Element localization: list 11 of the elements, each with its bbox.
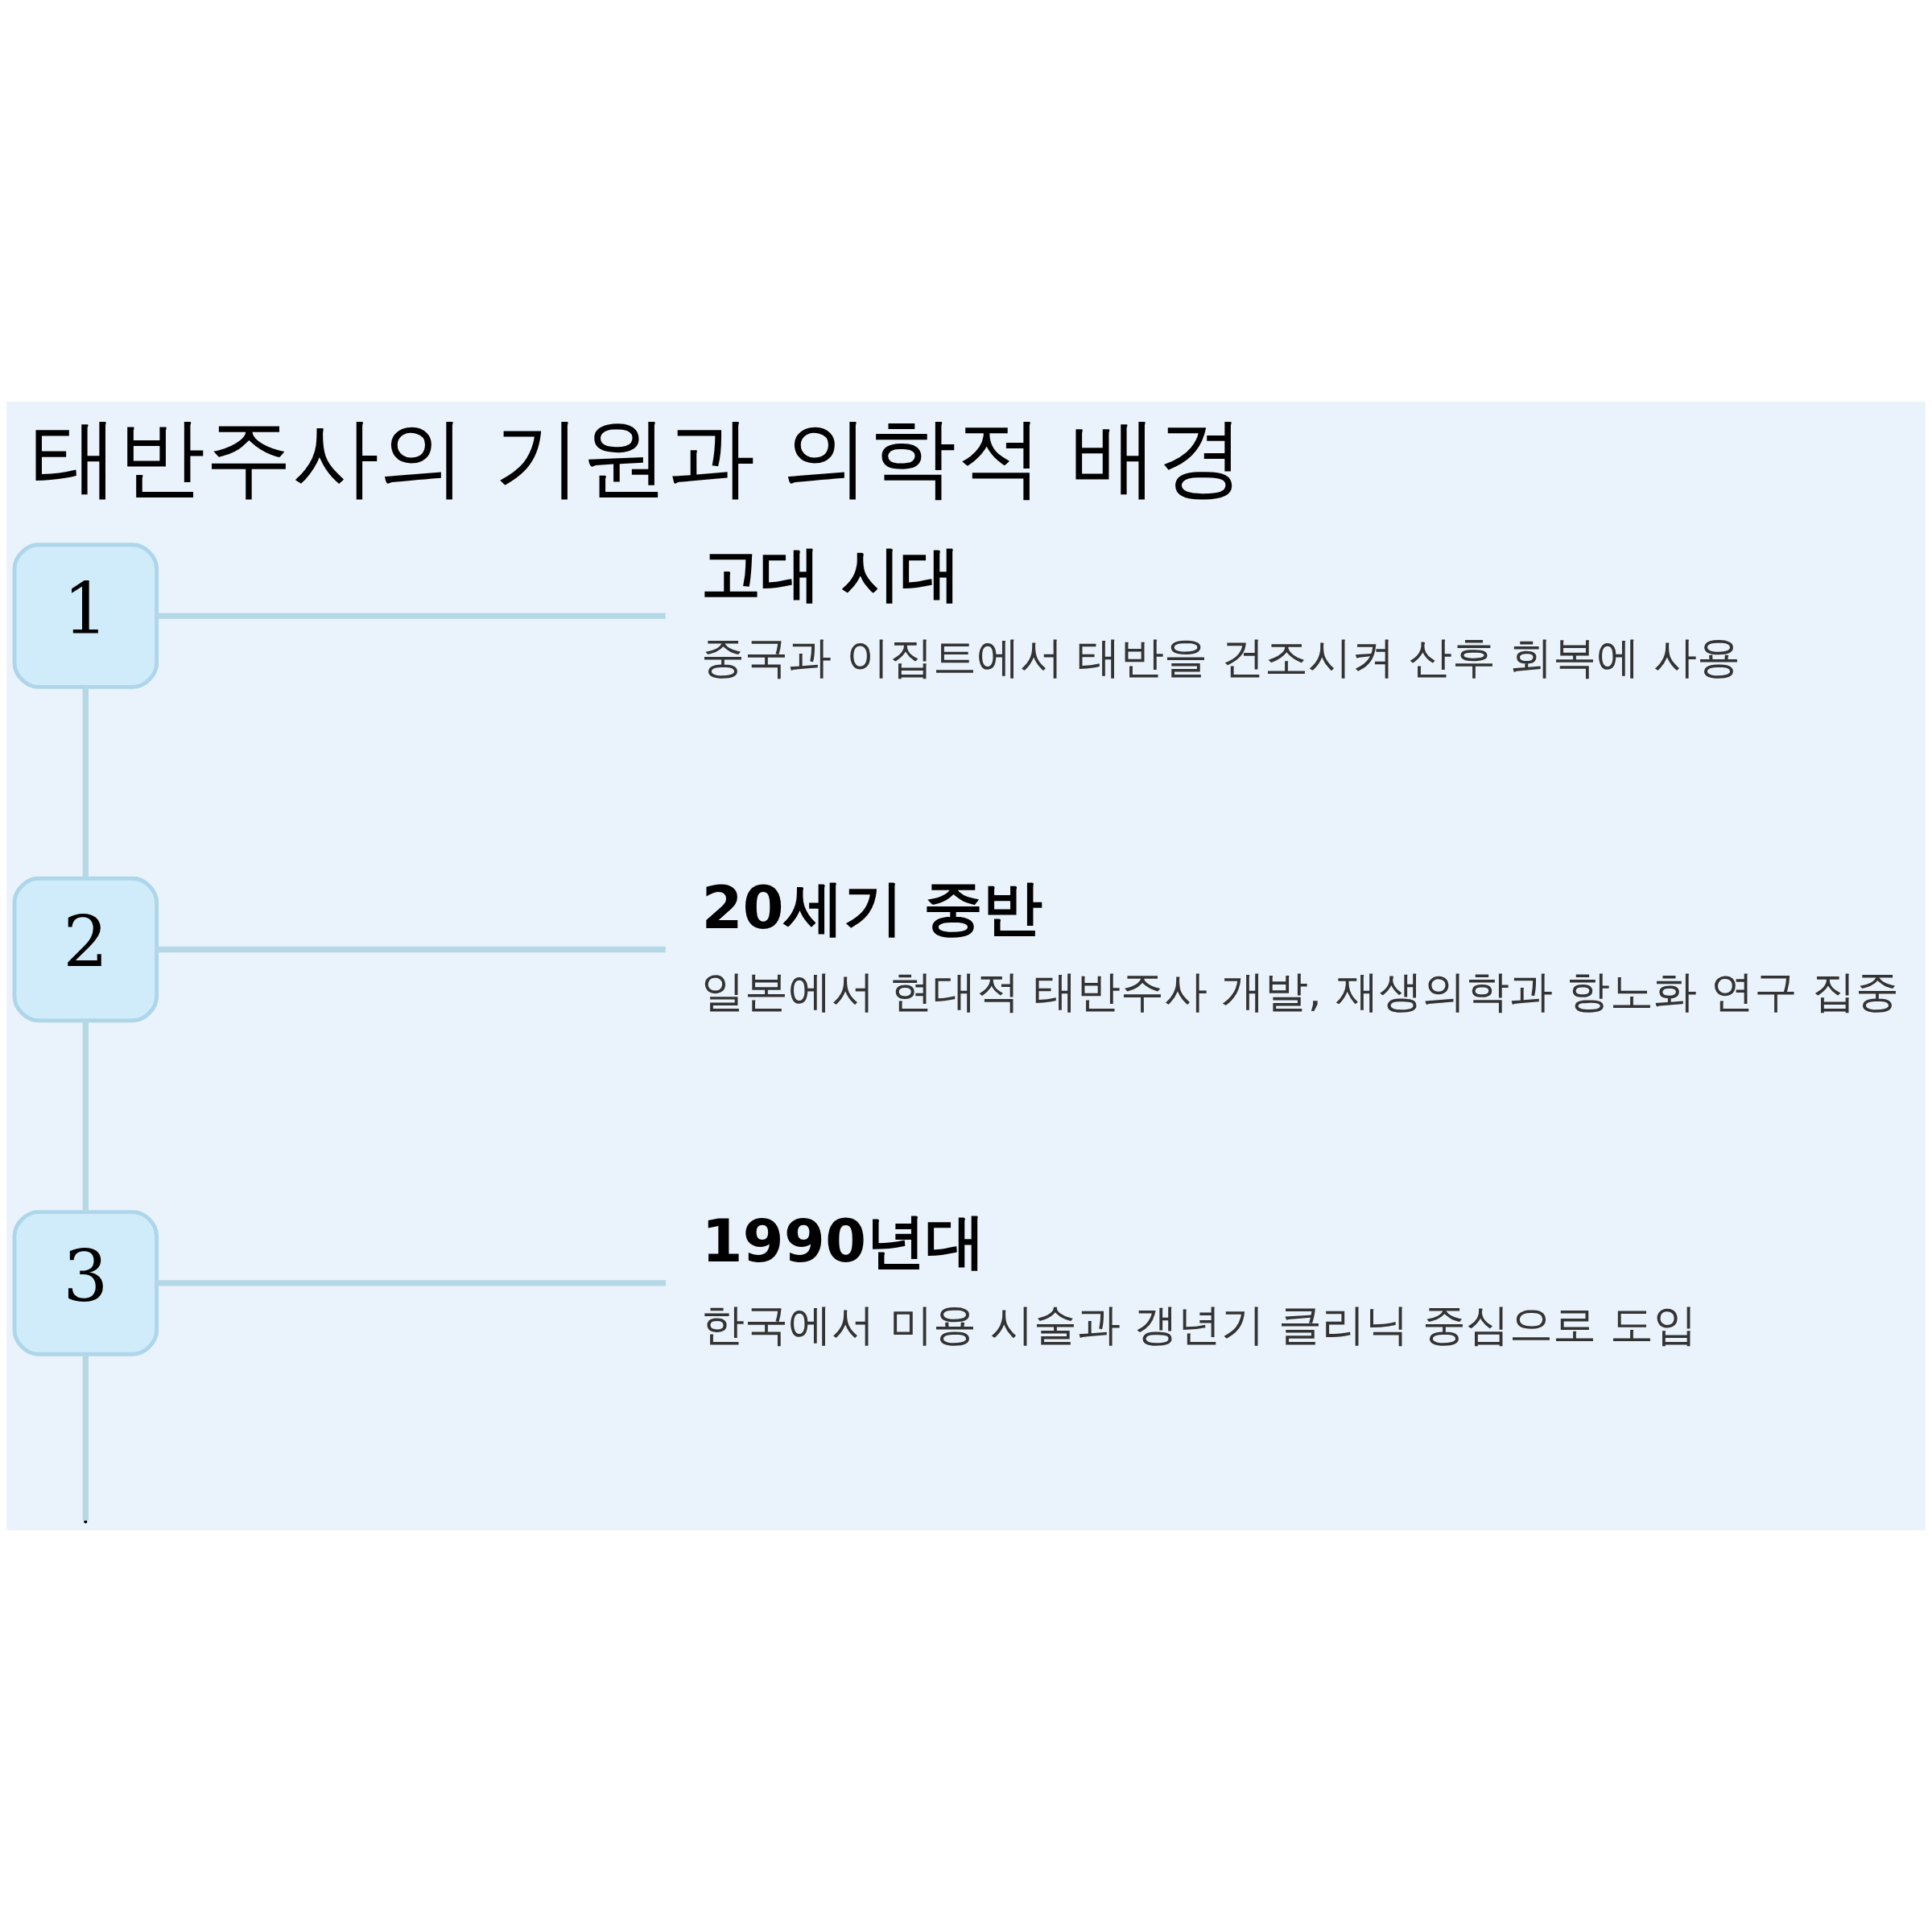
connector xyxy=(82,687,89,878)
node-text: 고대 시대 중국과 이집트에서 태반을 건조시켜 산후 회복에 사용 xyxy=(701,539,1741,683)
node-box: 2 xyxy=(12,876,159,1023)
node-text: 20세기 중반 일본에서 현대적 태반주사 개발, 재생의학과 항노화 연구 집중 xyxy=(701,873,1899,1017)
node-text: 1990년대 한국에서 미용 시술과 갱년기 클리닉 중심으로 도입 xyxy=(701,1206,1698,1351)
connector xyxy=(82,1354,89,1521)
connector xyxy=(82,1020,89,1212)
node-box: 3 xyxy=(12,1210,159,1356)
diagram-title: 태반주사의 기원과 의학적 배경 xyxy=(31,406,1245,507)
node-box: 1 xyxy=(12,543,159,689)
connector xyxy=(156,1280,667,1286)
